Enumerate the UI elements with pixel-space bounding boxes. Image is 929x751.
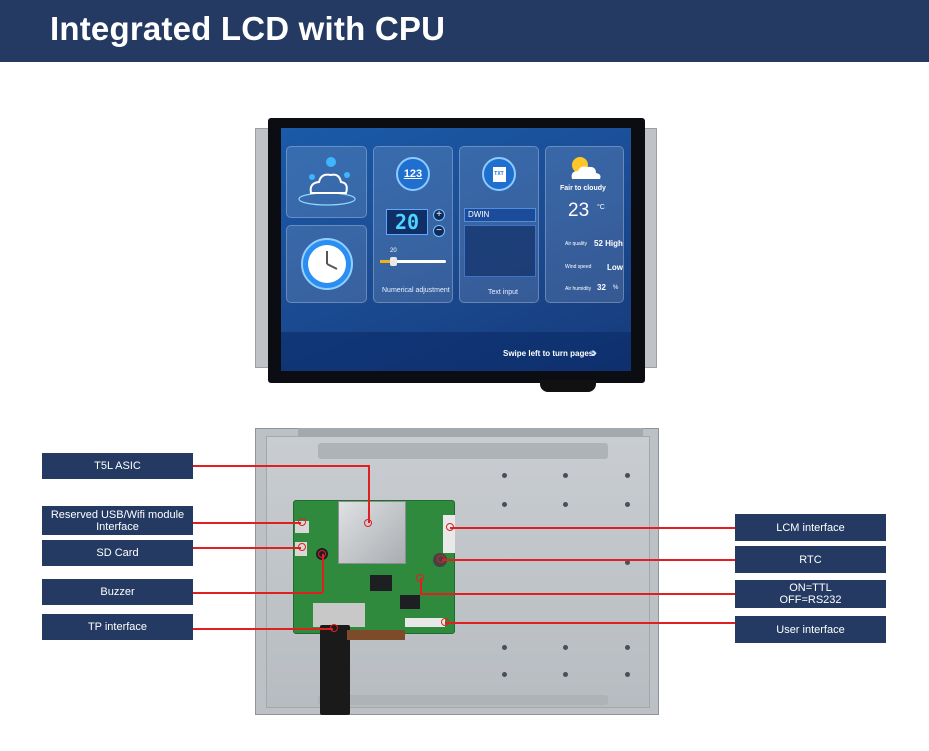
- numeric-card-label: Numerical adjustment: [382, 287, 450, 294]
- mounting-hole: [502, 502, 507, 507]
- humidity-value: 32: [597, 283, 606, 292]
- increment-button[interactable]: +: [433, 209, 445, 221]
- mounting-hole: [625, 502, 630, 507]
- swipe-bar[interactable]: [281, 332, 631, 371]
- wind-speed-value: Low: [607, 263, 623, 272]
- text-input-card[interactable]: TXT DWIN Text input: [459, 146, 539, 303]
- text-card-label: Text input: [488, 289, 518, 296]
- numeric-display: 20: [386, 209, 428, 235]
- weather-sun-cloud-icon: [571, 157, 601, 179]
- interface-cable: [347, 630, 405, 640]
- leader-line-sd: [193, 547, 301, 549]
- leader-pin-buzzer: [318, 550, 326, 558]
- board-component: [370, 575, 392, 591]
- leader-line-buzzer-rise: [322, 554, 324, 592]
- leader-pin-lcm: [446, 523, 454, 531]
- mounting-hole: [625, 473, 630, 478]
- leader-pin-tp: [330, 624, 338, 632]
- callout-user-interface: User interface: [735, 616, 886, 643]
- numeric-card[interactable]: 123 20 + − 20 Numerical adjustment: [373, 146, 453, 303]
- slider-fill: [380, 260, 392, 263]
- mounting-hole: [625, 672, 630, 677]
- panel-rib: [318, 443, 608, 459]
- leader-line-t5l-drop: [368, 465, 370, 523]
- callout-tp-interface: TP interface: [42, 614, 193, 640]
- air-quality-value: 52 High: [594, 239, 623, 248]
- back-top-strip: [298, 428, 643, 436]
- callout-t5l-asic: T5L ASIC: [42, 453, 193, 479]
- humidity-unit: %: [613, 285, 619, 291]
- mounting-hole: [502, 473, 507, 478]
- numeric-badge: 123: [396, 157, 430, 191]
- callout-ttl-rs232: ON=TTL OFF=RS232: [735, 580, 886, 608]
- humidity-label: Air humidity: [565, 286, 592, 292]
- cloud-icon: [298, 157, 356, 206]
- text-file-icon: TXT: [492, 166, 506, 182]
- wind-speed-label: Wind speed: [565, 264, 592, 270]
- leader-pin-rtc: [437, 555, 445, 563]
- leader-pin-t5l: [364, 519, 372, 527]
- page-header: Integrated LCD with CPU: [0, 0, 929, 62]
- decrement-button[interactable]: −: [433, 225, 445, 237]
- callout-sd-card: SD Card: [42, 540, 193, 566]
- leader-line-buzzer: [193, 592, 323, 594]
- panel-rib: [318, 695, 608, 705]
- leader-pin-usb: [298, 518, 306, 526]
- leader-line-lcm: [450, 527, 735, 529]
- mounting-hole: [563, 502, 568, 507]
- mounting-hole: [502, 645, 507, 650]
- leader-pin-user: [441, 618, 449, 626]
- temperature-unit: °C: [597, 204, 605, 211]
- tp-connector: [313, 603, 365, 627]
- weather-card[interactable]: Fair to cloudy 23 °C Air quality 52 High…: [545, 146, 624, 303]
- on-screen-keyboard[interactable]: [464, 225, 536, 277]
- mounting-hole: [625, 645, 630, 650]
- weather-condition: Fair to cloudy: [560, 185, 606, 192]
- callout-rtc: RTC: [735, 546, 886, 573]
- adjustment-slider[interactable]: [380, 257, 446, 266]
- leader-line-tp: [193, 628, 333, 630]
- temperature-value: 23: [568, 200, 590, 221]
- leader-line-user: [445, 622, 735, 624]
- text-badge: TXT: [482, 157, 516, 191]
- cloud-card[interactable]: [286, 146, 367, 218]
- mounting-hole: [563, 645, 568, 650]
- leader-line-t5l: [193, 465, 369, 467]
- callout-lcm-interface: LCM interface: [735, 514, 886, 541]
- air-quality-label: Air quality: [565, 241, 587, 247]
- page-title: Integrated LCD with CPU: [50, 10, 446, 47]
- mounting-hole: [502, 672, 507, 677]
- callout-buzzer: Buzzer: [42, 579, 193, 605]
- leader-line-ttl: [420, 593, 735, 595]
- leader-line-ttl-rise: [420, 578, 422, 593]
- board-component: [400, 595, 420, 609]
- leader-line-rtc: [442, 559, 735, 561]
- leader-line-usb: [193, 522, 301, 524]
- lcm-connector: [443, 515, 455, 553]
- lcd-screen: 123 20 + − 20 Numerical adjustment TXT D…: [281, 128, 631, 371]
- mounting-hole: [563, 672, 568, 677]
- clock-card[interactable]: [286, 225, 367, 303]
- callout-usb-wifi: Reserved USB/Wifi module Interface: [42, 506, 193, 535]
- mounting-hole: [563, 473, 568, 478]
- leader-pin-ttl: [416, 574, 424, 582]
- lcd-connector: [540, 380, 596, 392]
- double-chevron-icon: ›››: [591, 344, 597, 360]
- slider-thumb[interactable]: [390, 257, 397, 266]
- text-field[interactable]: DWIN: [464, 208, 536, 222]
- ribbon-cable: [320, 625, 350, 715]
- t5l-asic-chip: [338, 501, 406, 564]
- leader-pin-sd: [298, 543, 306, 551]
- slider-value: 20: [390, 248, 397, 254]
- swipe-hint: Swipe left to turn pages: [503, 349, 594, 358]
- clock-icon: [301, 238, 353, 290]
- user-interface-connector: [405, 618, 445, 627]
- mounting-hole: [625, 560, 630, 565]
